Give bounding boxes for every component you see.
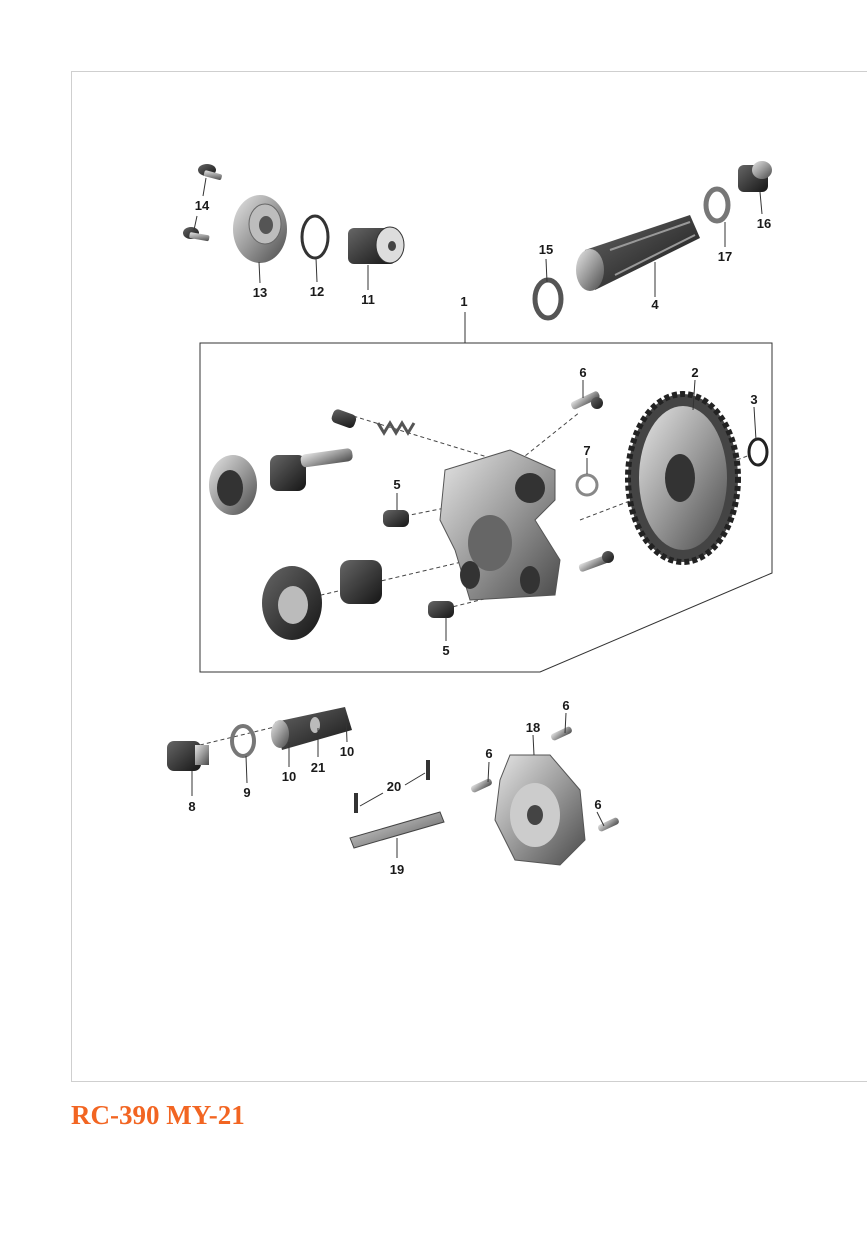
callout-21: 21 <box>311 760 325 775</box>
oil-filter <box>348 226 405 264</box>
callout-13: 13 <box>253 285 267 300</box>
drive-gear-2 <box>625 391 741 565</box>
callout-5-bottom: 5 <box>442 643 449 658</box>
callout-11: 11 <box>361 292 375 307</box>
screw-6-mid <box>578 551 614 572</box>
washer-9 <box>230 724 256 758</box>
callout-6-18b: 6 <box>485 746 492 761</box>
shaft-19 <box>349 811 445 849</box>
inner-rotor-bottom <box>340 560 382 604</box>
oil-filter-cover <box>233 195 287 263</box>
outer-rotor-top <box>209 455 257 515</box>
leader-lines <box>191 177 763 858</box>
plug-8 <box>167 741 209 771</box>
dowel-pin-5-top <box>383 510 409 527</box>
callout-15: 15 <box>539 242 553 257</box>
callout-2: 2 <box>691 365 698 380</box>
callout-7: 7 <box>583 443 590 458</box>
model-label: RC-390 MY-21 <box>71 1100 245 1130</box>
washer-17 <box>703 186 731 224</box>
washer-15 <box>532 277 564 321</box>
callout-10-right: 10 <box>340 744 354 759</box>
callout-6-18c: 6 <box>594 797 601 812</box>
oil-pump-housing <box>439 449 561 601</box>
callout-20: 20 <box>387 779 401 794</box>
callout-16: 16 <box>757 216 771 231</box>
dowel-pin-5-bottom <box>428 601 454 618</box>
screw-6-18a <box>550 726 572 741</box>
o-ring-12 <box>300 214 330 260</box>
assembly-outline <box>199 342 773 673</box>
plug-16 <box>738 161 772 192</box>
callout-12: 12 <box>310 284 324 299</box>
callout-9: 9 <box>243 785 250 800</box>
callout-18: 18 <box>526 720 540 735</box>
callout-8: 8 <box>188 799 195 814</box>
diagram-frame <box>71 71 867 1082</box>
oil-screen-4 <box>576 215 700 291</box>
inner-rotor-shaft <box>270 448 353 491</box>
bolt-14-top <box>198 164 222 181</box>
outer-rotor-bottom <box>262 566 322 640</box>
callout-1: 1 <box>460 294 467 309</box>
callout-19: 19 <box>390 862 404 877</box>
callout-14: 14 <box>195 198 210 213</box>
callout-17: 17 <box>718 249 732 264</box>
callout-6-top: 6 <box>579 365 586 380</box>
bolt-14-bottom <box>183 227 210 242</box>
callout-3: 3 <box>750 392 757 407</box>
circlip-3 <box>747 437 769 467</box>
screw-6-18b <box>470 778 492 793</box>
callout-4: 4 <box>651 297 659 312</box>
callout-5-top: 5 <box>393 477 400 492</box>
pin-20-left <box>354 793 358 813</box>
callout-6-18a: 6 <box>562 698 569 713</box>
bypass-cylinder-21 <box>271 707 352 750</box>
washer-7 <box>575 473 599 497</box>
pump-cover-18 <box>494 754 586 866</box>
pressure-spring <box>376 420 416 436</box>
pin-20-right <box>426 760 430 780</box>
screw-6-top <box>570 391 603 410</box>
screw-6-18c <box>597 817 619 832</box>
pressure-valve-piston <box>331 409 357 428</box>
callout-10-left: 10 <box>282 769 296 784</box>
